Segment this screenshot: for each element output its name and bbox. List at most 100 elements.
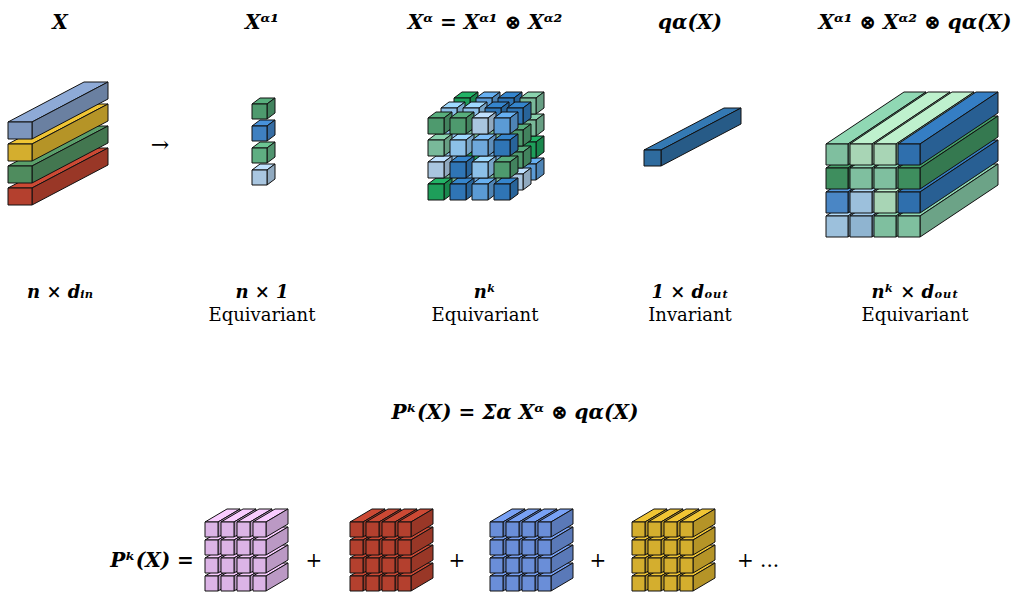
text-label: → — [151, 132, 169, 158]
tensor-box — [472, 178, 496, 200]
box-face — [382, 576, 395, 591]
input-matrix — [8, 82, 108, 205]
box-face — [632, 522, 645, 537]
box-face — [826, 216, 848, 237]
box-face — [536, 92, 544, 114]
box-face — [450, 184, 466, 200]
text-label: Equivariant — [432, 304, 539, 326]
box-face — [253, 522, 266, 537]
box-face — [826, 168, 848, 189]
box-face — [350, 540, 363, 555]
box-face — [382, 558, 395, 573]
box-face — [506, 522, 519, 537]
box-face — [450, 140, 466, 156]
tensor-box — [428, 112, 452, 134]
box-face — [522, 576, 535, 591]
box-face — [472, 140, 488, 156]
math-label: Xᵅ¹ — [245, 10, 279, 34]
box-face — [538, 540, 551, 555]
box-face — [538, 558, 551, 573]
box-face — [428, 118, 444, 134]
box-face — [680, 558, 693, 573]
math-label: nᵏ — [474, 281, 497, 303]
box-face — [350, 558, 363, 573]
box-face — [510, 112, 518, 134]
box-face — [398, 576, 411, 591]
box-face — [522, 522, 535, 537]
box-face — [510, 178, 518, 200]
box-face — [850, 216, 872, 237]
box-face — [32, 82, 108, 139]
box-face — [664, 522, 677, 537]
box-face — [920, 92, 998, 165]
equivariant-output — [826, 92, 998, 237]
box-face — [898, 216, 920, 237]
tensor-box — [450, 134, 474, 156]
box-face — [490, 558, 503, 573]
box-face — [252, 148, 267, 163]
box-face — [428, 184, 444, 200]
text-label: + — [306, 548, 323, 572]
box-face — [522, 540, 535, 555]
box-face — [411, 509, 433, 537]
box-face — [490, 522, 503, 537]
box-face — [536, 114, 544, 136]
box-face — [450, 118, 466, 134]
box-face — [826, 192, 848, 213]
box-face — [252, 104, 267, 119]
box-face — [398, 522, 411, 537]
box-face — [205, 558, 218, 573]
box-face — [221, 522, 234, 537]
tensor-box — [8, 82, 108, 139]
tensor-box — [428, 178, 452, 200]
box-face — [850, 144, 872, 165]
box-face — [366, 522, 379, 537]
box-face — [205, 540, 218, 555]
box-face — [661, 108, 741, 166]
tensor-box — [494, 178, 518, 200]
box-face — [632, 540, 645, 555]
box-face — [898, 168, 920, 189]
math-label: n × dᵢₙ — [27, 281, 93, 303]
box-face — [221, 540, 234, 555]
box-face — [664, 540, 677, 555]
text-label: Equivariant — [862, 304, 969, 326]
tensor-box — [450, 112, 474, 134]
box-face — [848, 164, 926, 237]
box-face — [237, 540, 250, 555]
box-face — [644, 150, 661, 166]
box-face — [398, 540, 411, 555]
box-face — [494, 162, 510, 178]
tensor-box — [494, 156, 518, 178]
box-face — [874, 144, 896, 165]
text-label: Equivariant — [209, 304, 316, 326]
math-label: X — [52, 10, 68, 34]
box-face — [8, 122, 32, 139]
box-face — [874, 192, 896, 213]
box-face — [510, 134, 518, 156]
math-label: Pᵏ(X) = Σα Xᵅ ⊗ qα(X) — [392, 400, 639, 424]
box-face — [237, 576, 250, 591]
box-face — [267, 120, 275, 141]
box-face — [428, 140, 444, 156]
box-face — [510, 156, 518, 178]
tensor-box — [253, 509, 288, 537]
box-face — [237, 522, 250, 537]
box-face — [205, 522, 218, 537]
box-face — [632, 576, 645, 591]
box-face — [253, 540, 266, 555]
box-face — [494, 118, 510, 134]
tensor-box — [472, 156, 496, 178]
box-face — [472, 118, 488, 134]
box-face — [648, 522, 661, 537]
box-face — [538, 576, 551, 591]
text-label: Invariant — [648, 304, 732, 326]
tensor-box — [680, 509, 715, 537]
math-label: Xᵅ¹ ⊗ Xᵅ² ⊗ qα(X) — [818, 10, 1011, 34]
box-face — [506, 558, 519, 573]
tensor-box — [826, 140, 926, 213]
math-label: qα(X) — [658, 10, 722, 34]
equivariant-tensor — [428, 92, 544, 200]
box-face — [680, 540, 693, 555]
tensor-box — [538, 509, 573, 537]
